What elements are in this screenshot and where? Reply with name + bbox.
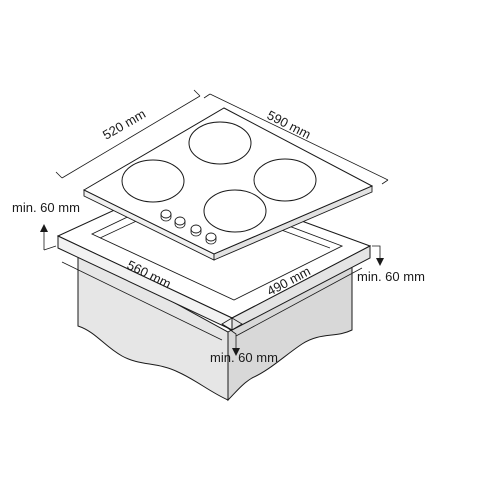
- cutout-width-dimension-line: [61, 261, 223, 341]
- hob-dimension-lines: [55, 89, 389, 341]
- arrow-down-icon: [232, 348, 240, 356]
- hob-glass-surface: [82, 107, 374, 255]
- burner-back: [188, 121, 252, 165]
- label-clearance-right: min. 60 mm: [357, 269, 425, 284]
- hob-width-dimension-line: [203, 93, 389, 185]
- cutout-depth-dimension-line: [235, 267, 363, 337]
- knob-4: [205, 232, 217, 245]
- worktop-corner-notch: [221, 317, 243, 331]
- knob-group: [160, 209, 217, 245]
- clearance-arrow-top: [40, 224, 57, 251]
- hob-depth-dimension-line: [55, 89, 201, 179]
- arrow-up-icon: [40, 224, 48, 232]
- cabinet: [77, 249, 353, 402]
- worktop-side-edge: [231, 245, 371, 331]
- arrow-down-icon: [376, 258, 384, 266]
- label-hob-depth: 520 mm: [100, 106, 148, 142]
- label-clearance-bottom: min. 60 mm: [210, 350, 278, 365]
- burner-front: [203, 189, 267, 233]
- clearance-arrow-bottom: [221, 323, 240, 356]
- burner-left: [121, 159, 185, 203]
- hob: [82, 107, 374, 261]
- knob-2: [174, 216, 186, 229]
- cabinet-side-face: [227, 261, 353, 402]
- cabinet-front-face: [77, 249, 229, 401]
- knob-3: [190, 224, 202, 237]
- burner-right: [253, 158, 317, 202]
- label-clearance-top: min. 60 mm: [12, 200, 80, 215]
- clearance-arrow-right: [372, 245, 384, 266]
- knob-1: [160, 209, 172, 222]
